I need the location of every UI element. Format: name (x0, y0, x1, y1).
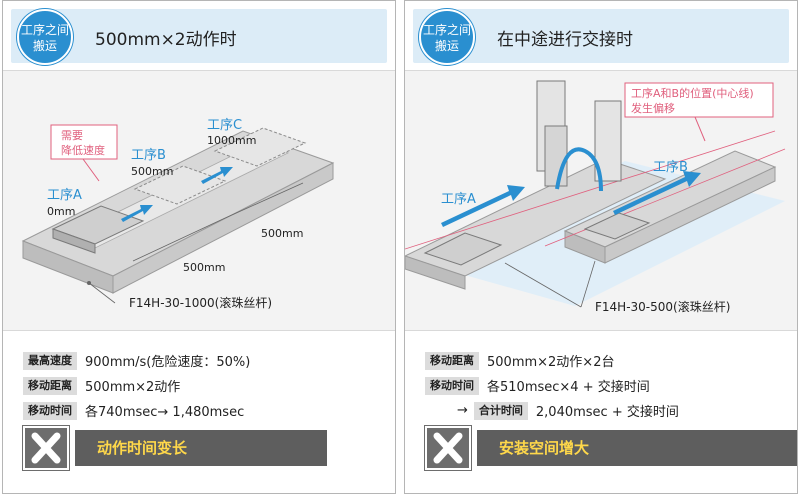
dim-line-2 (222, 182, 304, 220)
dim-line-1 (132, 218, 224, 262)
offset-callout-box (624, 82, 774, 118)
callout-line2: 降低速度 (61, 143, 105, 157)
spec-row-distance: 移动距离 500mm×2动作×2台 (425, 351, 614, 371)
right-badge-line2: 搬运 (434, 39, 459, 53)
spec-label: 最高速度 (23, 351, 77, 370)
total-arrow: → (457, 403, 468, 418)
spec-value: 500mm×2动作×2台 (487, 355, 615, 370)
spec-row-distance: 移动距离 500mm×2动作 (23, 376, 180, 396)
slider-a (423, 232, 503, 266)
label-process-b: 工序B (131, 148, 166, 163)
label-process-a: 工序A (47, 188, 82, 203)
callout-line1: 工序A和B的位置(中心线) (631, 86, 754, 100)
cross-icon (425, 426, 471, 470)
centerline-b (544, 148, 786, 247)
arrow-process-b (613, 171, 701, 215)
arrow-process-a (441, 185, 525, 227)
callout-line1: 需要 (61, 129, 83, 142)
spec-value: 900mm/s(危险速度：50%) (85, 355, 251, 370)
slow-callout-box (50, 124, 118, 160)
model-leader (88, 282, 116, 304)
left-diagram: 需要 降低速度 工序A 0mm 工序B 500mm 工序C 1000mm 500… (3, 71, 395, 331)
model-leader-dot (87, 281, 91, 285)
label-process-c-pos: 1000mm (207, 134, 256, 147)
handoff-arrow (555, 147, 603, 192)
model-leader-2 (580, 260, 596, 308)
spec-row-time: 移动时间各740msec→ 1,480msec (23, 401, 244, 421)
offset-callout-leader (694, 116, 706, 142)
dim-label-2: 500mm (183, 261, 225, 274)
slow-callout-leader (82, 158, 100, 182)
rail-2-side (604, 166, 776, 264)
label-process-a: 工序A (441, 192, 476, 207)
model-label: F14H-30-500(滚珠丝杆) (595, 299, 730, 314)
label-process-a-pos: 0mm (47, 205, 75, 218)
spec-label: 移动距离 (23, 376, 77, 395)
centerline-a (405, 130, 776, 250)
right-header-band (413, 9, 789, 63)
right-actuator-illustration: 工序A 工序B 工序A和B的位置(中心线) 发生偏移 F14H-30-500(滚… (405, 80, 786, 314)
left-badge-line2: 搬运 (32, 39, 57, 53)
right-result: 安装空间增大 (425, 426, 797, 470)
model-label: F14H-30-1000(滚珠丝杆) (129, 295, 272, 310)
rail-side-right (112, 162, 334, 294)
right-header: 工序之间 搬运 在中途进行交接时 (405, 1, 797, 71)
spec-value: 500mm×2动作 (85, 380, 181, 395)
right-diagram: 工序A 工序B 工序A和B的位置(中心线) 发生偏移 F14H-30-500(滚… (405, 71, 797, 331)
label-process-b: 工序B (653, 160, 688, 175)
left-result: 动作时间变长 (23, 426, 327, 470)
model-leader-1 (504, 262, 582, 308)
left-process-badge: 工序之间 搬运 (17, 9, 73, 65)
left-header-band (11, 9, 387, 63)
spec-label: 移动时间 (23, 401, 77, 420)
spec-label: 移动时间 (425, 376, 479, 395)
right-panel: 工序之间 搬运 在中途进行交接时 (404, 0, 798, 494)
spec-label: 合计时间 (473, 401, 528, 420)
robot-1-arm (544, 125, 568, 187)
right-title: 在中途进行交接时 (497, 30, 633, 50)
rail-1-front (405, 255, 466, 290)
cross-icon (23, 426, 69, 470)
spec-value: 各740msec→ 1,480msec (85, 405, 245, 420)
label-process-c: 工序C (207, 118, 242, 133)
spec-row-max-speed: 最高速度 900mm/s(危险速度：50%) (23, 351, 250, 371)
left-result-text: 动作时间变长 (75, 430, 327, 466)
label-process-b-pos: 500mm (131, 165, 173, 178)
left-header: 工序之间 搬运 500mm×2动作时 (3, 1, 395, 71)
spec-value: 各510msec×4 + 交接时间 (487, 380, 650, 395)
spec-row-total: → 合计时间 2,040msec + 交接时间 (457, 401, 679, 421)
arrow-b-to-c (201, 167, 233, 184)
left-panel: 工序之间 搬运 500mm×2动作时 (2, 0, 396, 494)
slider-b (583, 212, 651, 240)
right-process-badge: 工序之间 搬运 (419, 9, 475, 65)
slider-b-ghost (133, 165, 227, 205)
arrow-a-to-b (121, 205, 153, 222)
slider-c-ghost (213, 127, 307, 167)
spec-value: 2,040msec + 交接时间 (535, 405, 679, 420)
spec-label: 移动距离 (425, 351, 479, 370)
left-title: 500mm×2动作时 (95, 30, 237, 50)
callout-line2: 发生偏移 (631, 101, 675, 115)
spec-row-time: 移动时间各510msec×4 + 交接时间 (425, 376, 650, 396)
left-actuator-illustration: 需要 降低速度 工序A 0mm 工序B 500mm 工序C 1000mm 500… (21, 118, 335, 310)
left-badge-line1: 工序之间 (20, 23, 69, 37)
right-result-text: 安装空间增大 (477, 430, 797, 466)
right-badge-line1: 工序之间 (422, 23, 471, 37)
dim-label-1: 500mm (261, 227, 303, 240)
slider-a-side (52, 228, 96, 254)
